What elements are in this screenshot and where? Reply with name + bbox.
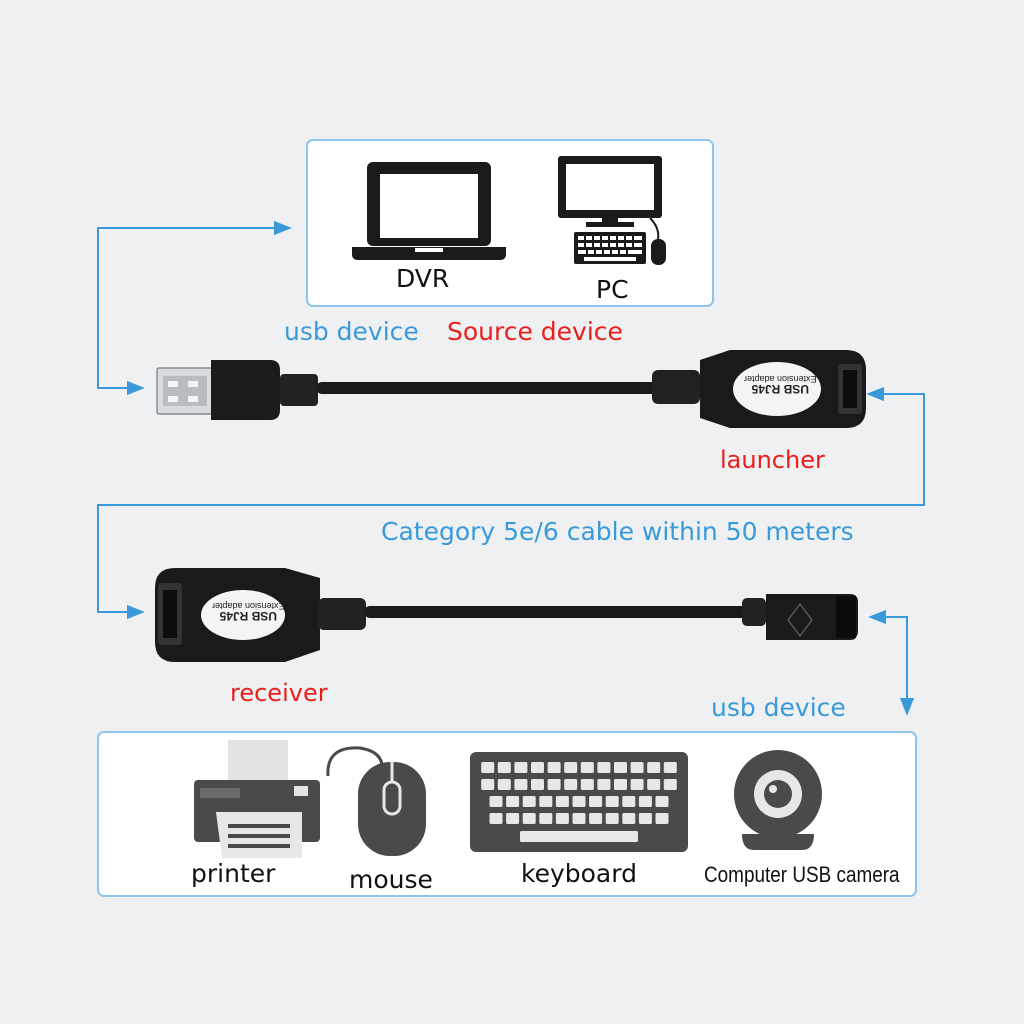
camera-label: Computer USB camera [704, 862, 900, 887]
dvr-label: DVR [396, 264, 450, 293]
usb-male-plug [156, 360, 318, 420]
usb-device-label-bottom: usb device [711, 693, 846, 722]
cat-cable-line [97, 386, 925, 620]
laptop-icon [352, 162, 506, 260]
printer-icon [194, 740, 320, 858]
keyboard-label: keyboard [521, 859, 637, 888]
usb-device-line [868, 609, 915, 716]
pc-icon [558, 156, 666, 265]
source-to-usb-plug-line [97, 220, 292, 396]
printer-label: printer [191, 859, 276, 888]
usb-female-socket [742, 594, 858, 640]
usb-device-label-top: usb device [284, 317, 419, 346]
keyboard-icon [470, 752, 688, 852]
launcher-adapter-text: USB RJ45 Extension adapter [744, 374, 817, 396]
connector-lines [97, 220, 925, 716]
receiver-label: receiver [230, 679, 328, 707]
webcam-icon [734, 750, 822, 850]
receiver-adapter-text: USB RJ45 Extension adapter [212, 601, 285, 623]
mouse-label: mouse [349, 865, 433, 894]
top-cable [316, 382, 660, 394]
pc-label: PC [596, 275, 629, 304]
cable-label: Category 5e/6 cable within 50 meters [381, 517, 854, 546]
launcher-label: launcher [720, 446, 825, 474]
mouse-icon [326, 746, 426, 856]
bottom-cable [364, 606, 748, 618]
launcher-adapter [652, 350, 866, 428]
receiver-adapter [155, 568, 366, 662]
source-device-label: Source device [447, 317, 623, 346]
